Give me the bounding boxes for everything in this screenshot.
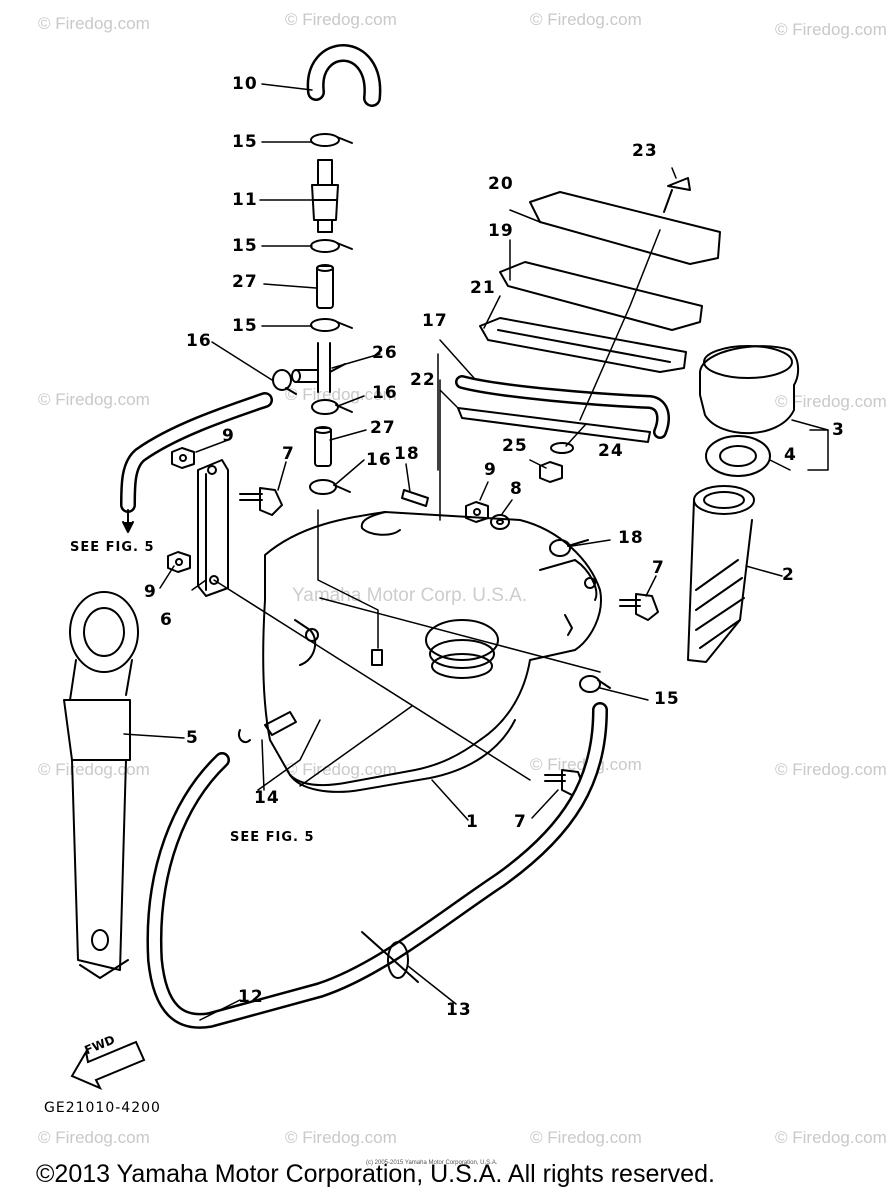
callout-16: 16 (366, 450, 392, 470)
clamp-16-b (311, 399, 353, 415)
bolt-7-a (239, 487, 283, 516)
see-fig-note: SEE FIG. 5 (70, 540, 155, 555)
callout-2: 2 (782, 565, 795, 585)
watermark: © Firedog.com (775, 20, 886, 39)
callout-12: 12 (238, 987, 264, 1007)
nut-25 (539, 461, 563, 483)
watermark: © Firedog.com (775, 760, 886, 779)
callout-6: 6 (160, 610, 173, 630)
tee-26 (291, 342, 346, 393)
callout-27: 27 (370, 418, 396, 438)
callout-7: 7 (652, 558, 665, 578)
center-watermark: Yamaha Motor Corp. U.S.A. (292, 585, 528, 606)
see-fig-note: SEE FIG. 5 (230, 830, 315, 845)
hose-17 (455, 375, 670, 439)
callout-16: 16 (372, 383, 398, 403)
watermark: © Firedog.com (285, 10, 397, 29)
callout-11: 11 (232, 190, 258, 210)
filter-11 (311, 159, 339, 233)
callout-15: 15 (232, 316, 258, 336)
watermark: © Firedog.com (530, 10, 642, 29)
diagram-code: GE21010-4200 (44, 1100, 161, 1116)
callout-27: 27 (232, 272, 258, 292)
clamp-16-a (272, 369, 297, 395)
callout-5: 5 (186, 728, 199, 748)
washer-8 (490, 514, 510, 530)
watermark: © Firedog.com (530, 1128, 642, 1147)
callout-9: 9 (144, 582, 157, 602)
watermark: © Firedog.com (38, 760, 150, 779)
callout-18: 18 (618, 528, 644, 548)
watermark: © Firedog.com (38, 1128, 150, 1147)
callout-13: 13 (446, 1000, 472, 1020)
screw-23 (663, 177, 691, 213)
callout-25: 25 (502, 436, 528, 456)
callout-23: 23 (632, 141, 658, 161)
hose-10 (306, 44, 382, 107)
callout-14: 14 (254, 788, 280, 808)
nut-9-b (167, 551, 191, 573)
fitting-18-b (549, 539, 589, 557)
watermark: © Firedog.com (285, 385, 397, 404)
strap-5 (63, 591, 139, 979)
bolt-7-b (619, 593, 659, 621)
gasket-4 (705, 435, 771, 477)
fitting-18-a (401, 489, 429, 507)
clamp-16-c (309, 479, 351, 495)
callout-9: 9 (222, 426, 235, 446)
leader-lines (123, 83, 829, 1021)
callout-21: 21 (470, 278, 496, 298)
callout-26: 26 (372, 343, 398, 363)
filler-2 (687, 485, 755, 663)
watermark: © Firedog.com (775, 1128, 886, 1147)
callout-7: 7 (514, 812, 527, 832)
cap-3 (699, 345, 800, 435)
hose-left (120, 392, 273, 533)
bracket-6 (197, 459, 229, 597)
washer-24 (550, 442, 574, 454)
callout-22: 22 (410, 370, 436, 390)
callout-10: 10 (232, 74, 258, 94)
gasket-21 (479, 317, 687, 373)
watermark: © Firedog.com (38, 390, 150, 409)
plate-19 (499, 261, 703, 331)
callout-9: 9 (484, 460, 497, 480)
watermark: © Firedog.com (285, 1128, 397, 1147)
hose-12 (146, 702, 608, 1029)
callout-18: 18 (394, 444, 420, 464)
callout-24: 24 (598, 441, 624, 461)
copyright: ©2013 Yamaha Motor Corporation, U.S.A. A… (36, 1160, 715, 1188)
tie-13 (361, 931, 419, 983)
callout-15: 15 (232, 132, 258, 152)
nut-9-c (465, 501, 489, 523)
watermark: © Firedog.com (775, 392, 886, 411)
fitting-14 (238, 711, 297, 744)
tank-1 (262, 511, 602, 793)
pipe-27-low (314, 426, 332, 467)
cover-20 (529, 191, 721, 265)
callout-7: 7 (282, 444, 295, 464)
clamp-15-low (310, 318, 353, 332)
small-print: (c) 2005-2015 Yamaha Motor Corporation, … (366, 1160, 498, 1166)
callout-16: 16 (186, 331, 212, 351)
callout-8: 8 (510, 479, 523, 499)
nut-9-a (171, 447, 195, 469)
callout-4: 4 (784, 445, 797, 465)
callout-3: 3 (832, 420, 845, 440)
callout-17: 17 (422, 311, 448, 331)
clamp-15-top (310, 133, 353, 147)
callout-1: 1 (466, 812, 479, 832)
callout-15: 15 (232, 236, 258, 256)
clamp-15-right (579, 675, 611, 693)
callout-15: 15 (654, 689, 680, 709)
clamp-15-mid (310, 239, 353, 253)
callout-20: 20 (488, 174, 514, 194)
callout-19: 19 (488, 221, 514, 241)
pipe-27-top (316, 264, 334, 309)
watermark: © Firedog.com (38, 14, 150, 33)
fwd-arrow-icon (70, 1040, 146, 1090)
bracket-22 (457, 407, 651, 443)
watermark: © Firedog.com (285, 760, 397, 779)
